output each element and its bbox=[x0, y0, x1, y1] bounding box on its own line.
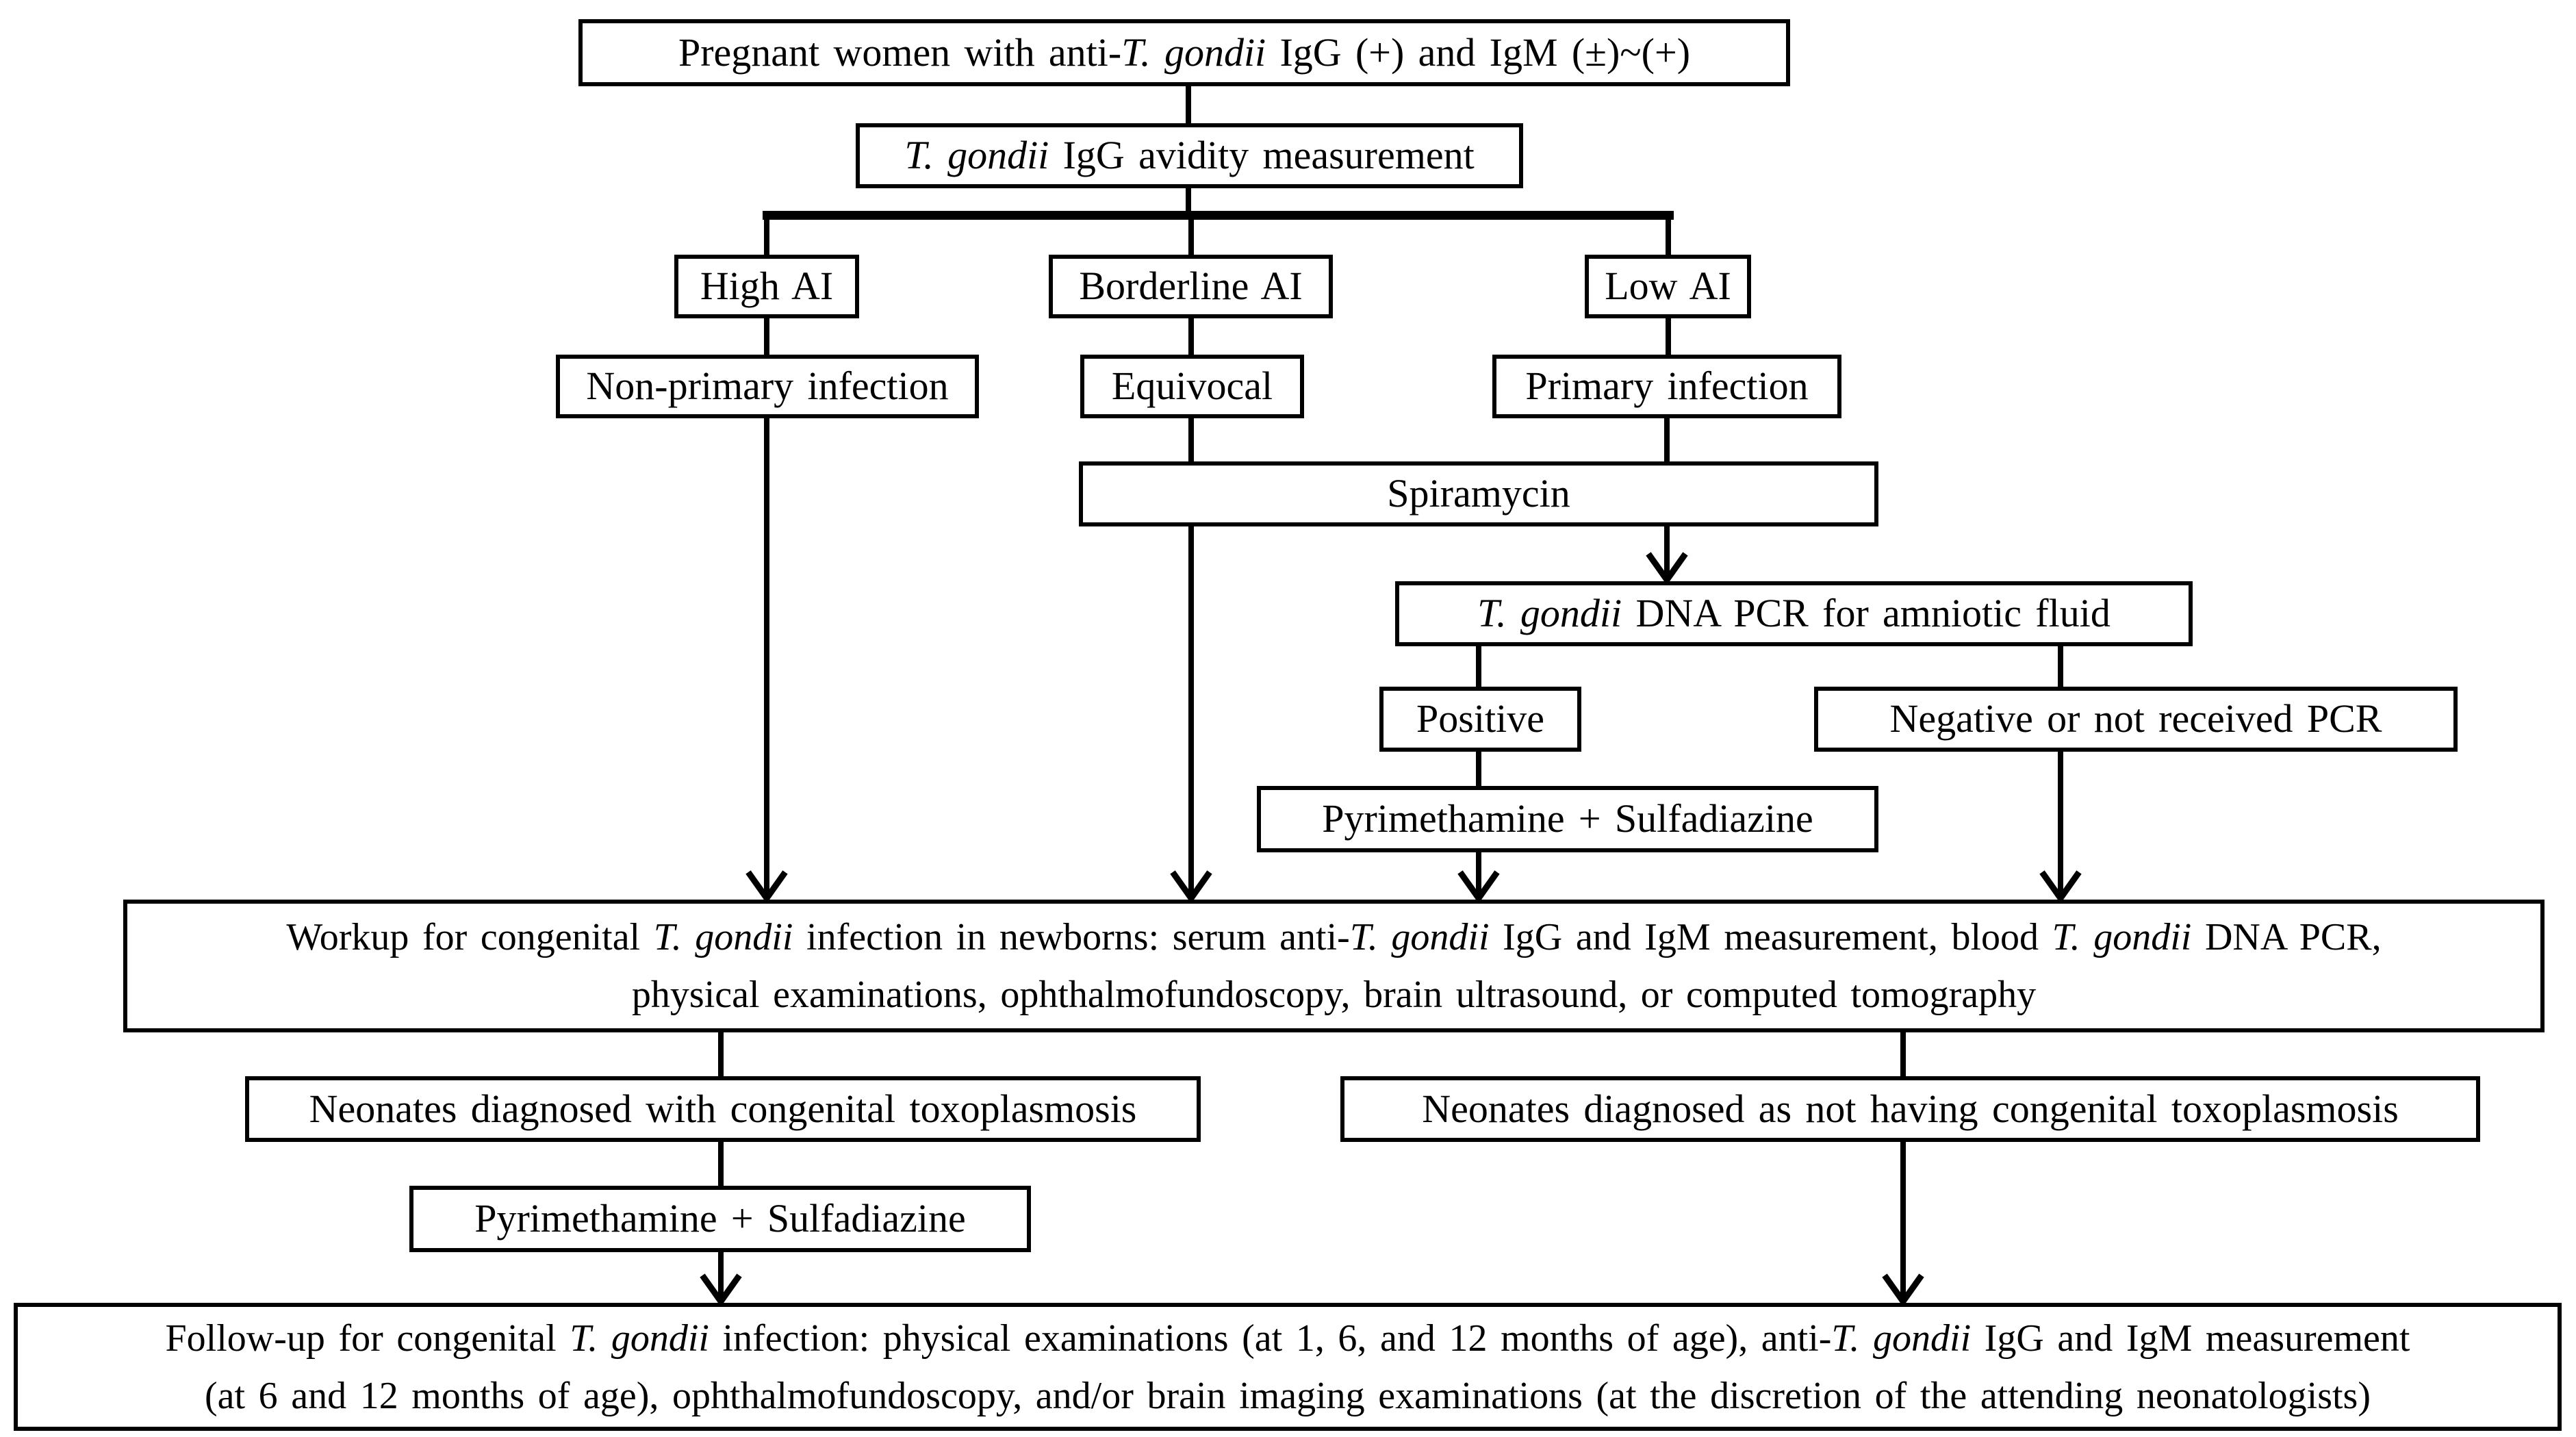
node-high-ai: High AI bbox=[674, 255, 859, 318]
edge-positive-to-pyrimethamine1-line bbox=[1476, 752, 1481, 786]
arrowhead-down-icon bbox=[700, 1273, 742, 1306]
node-primary-infection: Primary infection bbox=[1492, 355, 1841, 418]
edge-workup-to-neonates-congenital-line bbox=[718, 1032, 724, 1076]
edge-pcr-to-positive-line bbox=[1476, 646, 1481, 687]
edge-workup-to-neonates-not-congenital-line bbox=[1900, 1032, 1906, 1076]
node-neonates-congenital: Neonates diagnosed with congenital toxop… bbox=[245, 1076, 1201, 1142]
arrowhead-down-icon bbox=[2039, 870, 2082, 902]
edge-borderline-ai-to-equivocal-line bbox=[1188, 318, 1194, 355]
edge-neonates-not-congenital-to-followup-line bbox=[1900, 1142, 1906, 1303]
edge-high-ai-to-non-primary-line bbox=[764, 318, 769, 355]
node-low-ai: Low AI bbox=[1585, 255, 1751, 318]
node-pcr-positive: Positive bbox=[1379, 687, 1581, 752]
branch-bar-line bbox=[763, 211, 1674, 220]
node-pregnant-women: Pregnant women with anti-T. gondii IgG (… bbox=[578, 19, 1790, 86]
edge-pregnant-to-avidity-line bbox=[1186, 85, 1191, 125]
node-pyrimethamine-sulfadiazine-neonatal: Pyrimethamine + Sulfadiazine bbox=[409, 1186, 1031, 1252]
node-followup: Follow-up for congenital T. gondii infec… bbox=[14, 1303, 2562, 1431]
edge-branchbar-to-borderline-ai-line bbox=[1188, 211, 1194, 255]
arrowhead-down-icon bbox=[1882, 1273, 1924, 1306]
edge-negative-to-workup-line bbox=[2058, 752, 2063, 900]
edge-equivocal-to-spiramycin-line bbox=[1188, 418, 1194, 461]
node-neonates-not-congenital: Neonates diagnosed as not having congeni… bbox=[1340, 1076, 2480, 1142]
arrowhead-down-icon bbox=[1170, 870, 1212, 902]
node-spiramycin: Spiramycin bbox=[1079, 461, 1878, 526]
edge-pcr-to-negative-line bbox=[2058, 646, 2063, 687]
edge-spiramycin-to-pcr-line bbox=[1664, 526, 1670, 581]
node-non-primary-infection: Non-primary infection bbox=[556, 355, 979, 418]
arrowhead-down-icon bbox=[1457, 870, 1500, 902]
node-amniotic-fluid-pcr: T. gondii DNA PCR for amniotic fluid bbox=[1395, 581, 2193, 646]
node-igg-avidity-measurement: T. gondii IgG avidity measurement bbox=[856, 123, 1523, 188]
edge-non-primary-to-workup-line bbox=[764, 418, 769, 900]
edge-primary-to-spiramycin-line bbox=[1664, 418, 1670, 461]
edge-branchbar-to-high-ai-line bbox=[764, 211, 769, 255]
edge-neonates-congenital-to-pyrimethamine2-line bbox=[718, 1142, 724, 1186]
node-workup-newborns: Workup for congenital T. gondii infectio… bbox=[123, 900, 2545, 1032]
node-pyrimethamine-sulfadiazine-prenatal: Pyrimethamine + Sulfadiazine bbox=[1257, 786, 1878, 852]
edge-low-ai-to-primary-line bbox=[1666, 318, 1671, 355]
node-borderline-ai: Borderline AI bbox=[1049, 255, 1333, 318]
edge-pyrimethamine2-to-followup-line bbox=[718, 1252, 724, 1303]
edge-spiramycin-to-workup-line bbox=[1188, 526, 1194, 900]
edge-branchbar-to-low-ai-line bbox=[1666, 211, 1671, 255]
arrowhead-down-icon bbox=[1646, 552, 1688, 584]
edge-avidity-to-branchbar-line bbox=[1186, 188, 1191, 220]
node-pcr-negative: Negative or not received PCR bbox=[1814, 687, 2458, 752]
edge-pyrimethamine1-to-workup-line bbox=[1476, 852, 1481, 900]
node-equivocal: Equivocal bbox=[1080, 355, 1304, 418]
arrowhead-down-icon bbox=[745, 870, 788, 902]
